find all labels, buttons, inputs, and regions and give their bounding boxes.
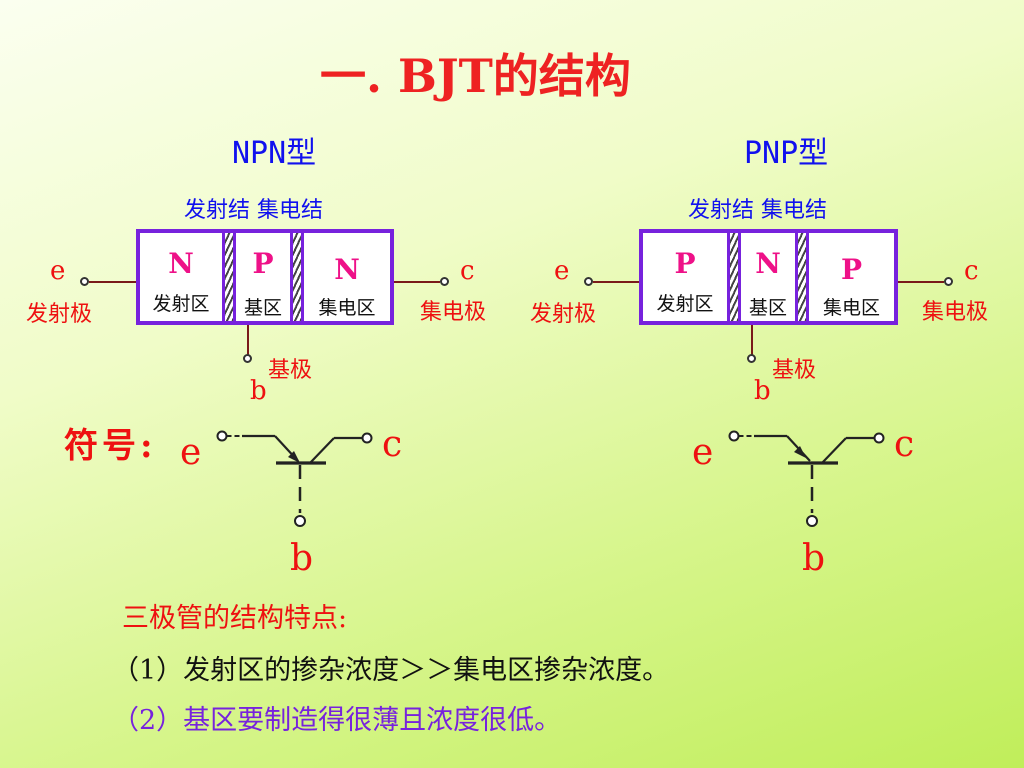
npn-collector-terminal (440, 277, 449, 286)
pnp-emitter-name: 发射极 (530, 302, 597, 327)
page-title: 一. BJT的结构 (320, 49, 631, 103)
pnp-base-wire (751, 325, 753, 355)
npn-collector-region: N 集电区 (304, 233, 390, 321)
npn-symbol (216, 430, 373, 527)
npn-symbol-b: b (290, 538, 314, 579)
pnp-base-region-letter: N (755, 247, 781, 280)
pnp-symbol-c: c (894, 424, 915, 465)
npn-collector-junction (290, 233, 304, 321)
pnp-symbol (728, 430, 885, 527)
pnp-collector-letter: c (964, 256, 979, 286)
pnp-emitter-arrow (794, 446, 806, 458)
pnp-symbol-collector-diagonal (821, 437, 847, 464)
npn-base-name: 基极 (268, 358, 313, 383)
symbol-label: 符号: (64, 426, 157, 466)
npn-symbol-collector-node (361, 432, 373, 444)
pnp-collector-name: 集电极 (922, 300, 989, 325)
npn-emitter-wire (89, 281, 136, 283)
pnp-type-label: PNP型 (744, 136, 829, 171)
pnp-symbol-e: e (692, 432, 714, 473)
pnp-transistor-box: P 发射区 N 基区 P 集电区 (639, 229, 898, 325)
npn-collector-name: 集电极 (420, 300, 487, 325)
npn-emitter-arrow (288, 451, 300, 463)
pnp-base-region-name: 基区 (748, 297, 787, 319)
npn-collector-wire (394, 281, 440, 283)
npn-symbol-collector-diagonal (309, 437, 335, 464)
pnp-collector-terminal (944, 277, 953, 286)
npn-symbol-e: e (180, 432, 202, 473)
npn-collector-region-letter: N (334, 253, 360, 286)
npn-junction-labels: 发射结 集电结 (184, 198, 323, 223)
pnp-emitter-junction (727, 233, 741, 321)
pnp-emitter-region: P 发射区 (643, 233, 727, 321)
pnp-symbol-base-node (806, 515, 818, 527)
npn-base-letter: b (250, 376, 267, 406)
pnp-collector-junction (795, 233, 809, 321)
pnp-emitter-region-name: 发射区 (656, 293, 714, 315)
pnp-emitter-terminal (584, 277, 593, 286)
pnp-junction-labels: 发射结 集电结 (688, 198, 827, 223)
npn-symbol-base-node (294, 515, 306, 527)
pnp-symbol-collector-node (873, 432, 885, 444)
pnp-emitter-letter: e (554, 256, 570, 286)
npn-emitter-letter: e (50, 256, 66, 286)
feature-point-1: （1）发射区的掺杂浓度＞＞集电区掺杂浓度。 (112, 655, 670, 686)
npn-base-region: P 基区 (236, 233, 290, 321)
pnp-base-region: N 基区 (741, 233, 795, 321)
npn-collector-region-name: 集电区 (318, 297, 376, 319)
pnp-collector-region-letter: P (840, 253, 863, 286)
npn-base-region-name: 基区 (243, 297, 282, 319)
pnp-emitter-wire (593, 281, 639, 283)
pnp-emitter-region-letter: P (674, 247, 696, 280)
pnp-collector-wire (898, 281, 944, 283)
pnp-collector-region: P 集电区 (809, 233, 894, 321)
npn-emitter-region: N 发射区 (140, 233, 222, 321)
npn-collector-letter: c (460, 256, 475, 286)
pnp-base-terminal (747, 354, 756, 363)
npn-base-region-letter: P (252, 247, 274, 280)
npn-emitter-region-letter: N (168, 247, 194, 280)
pnp-base-name: 基极 (772, 358, 817, 383)
npn-symbol-emitter-node (216, 430, 228, 442)
pnp-symbol-b: b (802, 538, 826, 579)
npn-base-terminal (243, 354, 252, 363)
feature-point-2: （2）基区要制造得很薄且浓度很低。 (112, 705, 562, 736)
npn-emitter-junction (222, 233, 236, 321)
pnp-base-letter: b (754, 376, 771, 406)
npn-emitter-name: 发射极 (26, 302, 93, 327)
npn-transistor-box: N 发射区 P 基区 N 集电区 (136, 229, 394, 325)
pnp-collector-region-name: 集电区 (822, 297, 880, 319)
pnp-symbol-emitter-node (728, 430, 740, 442)
npn-symbol-c: c (382, 424, 403, 465)
npn-base-wire (247, 325, 249, 355)
npn-emitter-region-name: 发射区 (152, 293, 210, 315)
npn-type-label: NPN型 (232, 136, 317, 171)
npn-emitter-terminal (80, 277, 89, 286)
features-heading: 三极管的结构特点: (122, 603, 348, 634)
